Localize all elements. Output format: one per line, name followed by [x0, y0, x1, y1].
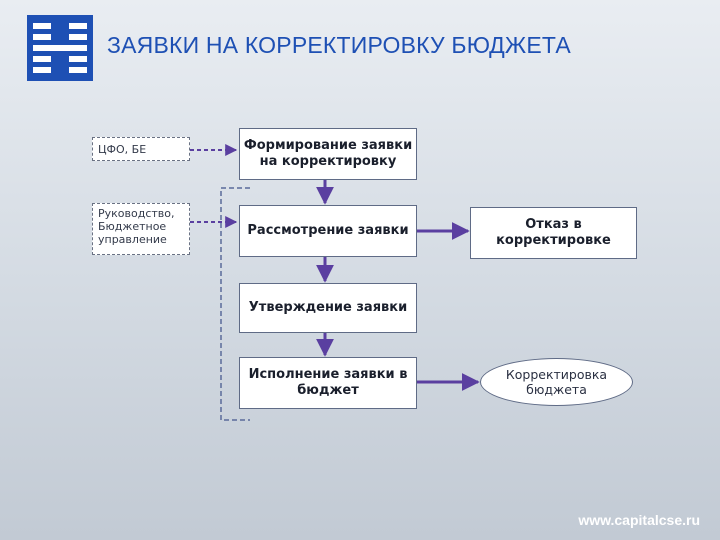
step-approval: Утверждение заявки: [239, 283, 417, 333]
outcome-adjust: Корректировка бюджета: [480, 358, 633, 406]
step-review: Рассмотрение заявки: [239, 205, 417, 257]
cfo-label: ЦФО, БЕ: [92, 137, 190, 161]
page-title: ЗАЯВКИ НА КОРРЕКТИРОВКУ БЮДЖЕТА: [107, 32, 571, 58]
outcome-reject: Отказ в корректировке: [470, 207, 637, 259]
responsibility-bracket: [220, 187, 250, 421]
step-formation: Формирование заявки на корректировку: [239, 128, 417, 180]
management-label: Руководство, Бюджетное управление: [92, 203, 190, 255]
company-logo-icon: [27, 15, 93, 81]
footer-url: www.capitalcse.ru: [578, 512, 700, 528]
step-execution: Исполнение заявки в бюджет: [239, 357, 417, 409]
